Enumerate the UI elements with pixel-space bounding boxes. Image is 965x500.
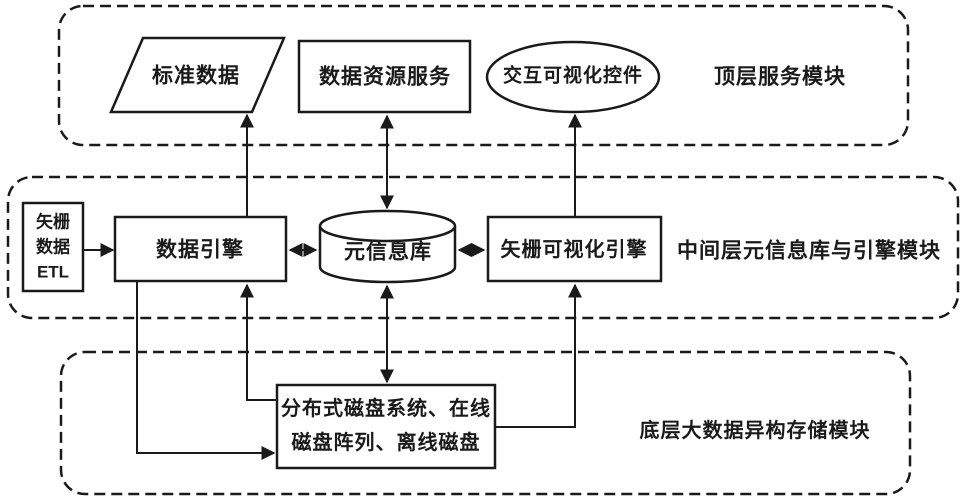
data-resource-service-rect: [297, 39, 472, 114]
distributed-storage-label: 分布式磁盘系统、在线 磁盘阵列、离线磁盘: [281, 392, 491, 460]
standard-data-label: 标准数据: [152, 64, 240, 88]
interactive-vis-control-label: 交互可视化控件: [502, 65, 644, 87]
middle-layer-label: 中间层元信息库与引擎模块: [677, 239, 941, 263]
bottom-layer-box: [59, 350, 912, 496]
data-engine-rect: [113, 215, 288, 283]
etl-line-2: 数据: [36, 237, 70, 257]
interactive-vis-control-ellipse: [485, 40, 661, 114]
raster-vis-engine-rect: [486, 215, 663, 283]
storage-line-2: 磁盘阵列、离线磁盘: [291, 432, 481, 454]
meta-info-cylinder-top: [318, 209, 457, 243]
etl-line-3: ETL: [36, 262, 70, 282]
storage-to-rasterengine-arrow: [495, 283, 582, 428]
raster-vector-etl-rect: [21, 201, 85, 293]
middle-layer-box: [6, 175, 960, 320]
raster-vector-etl-label: 矢栅 数据 ETL: [36, 210, 70, 285]
raster-vis-engine-label: 矢栅可视化引擎: [500, 239, 648, 261]
top-layer-label: 顶层服务模块: [714, 65, 846, 89]
storage-line-1: 分布式磁盘系统、在线: [281, 398, 491, 420]
data-engine-label: 数据引擎: [156, 238, 244, 262]
meta-info-repository-label: 元信息库: [344, 240, 432, 264]
etl-line-1: 矢栅: [36, 212, 70, 232]
bottom-layer-label: 底层大数据异构存储模块: [639, 420, 871, 442]
distributed-storage-rect: [275, 383, 497, 470]
data-resource-service-label: 数据资源服务: [319, 65, 451, 89]
top-layer-box: [57, 4, 910, 147]
dataengine-to-storage-arrow: [136, 281, 276, 460]
standard-data-parallelogram: [109, 36, 286, 114]
storage-to-dataengine-arrow: [240, 283, 277, 401]
